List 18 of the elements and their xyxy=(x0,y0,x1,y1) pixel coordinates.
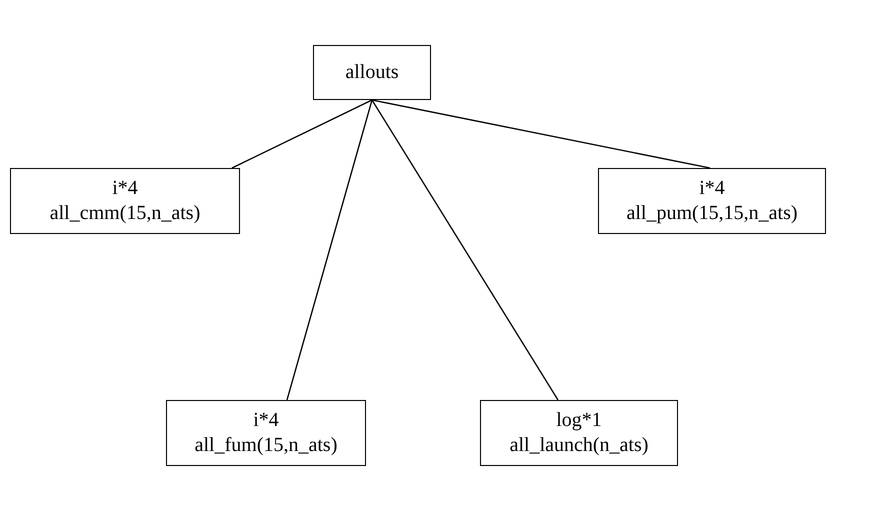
connector-line xyxy=(232,99,372,169)
tree-node-box xyxy=(166,400,366,466)
node-type-label: i*4 xyxy=(699,176,725,201)
tree-node-box xyxy=(480,400,678,466)
node-name-label: allouts xyxy=(345,60,399,85)
node-name-label: all_cmm(15,n_ats) xyxy=(50,201,200,226)
node-name-label: all_pum(15,15,n_ats) xyxy=(626,201,798,226)
node-name-label: all_fum(15,n_ats) xyxy=(194,433,338,458)
node-name-label: all_launch(n_ats) xyxy=(510,433,648,458)
connector-line xyxy=(372,99,710,169)
node-type-label: i*4 xyxy=(112,176,138,201)
tree-node-box xyxy=(313,45,431,100)
connector-line xyxy=(371,100,559,400)
tree-node-box xyxy=(598,168,826,234)
tree-node-box xyxy=(10,168,240,234)
node-type-label: i*4 xyxy=(253,408,279,433)
connector-line xyxy=(286,100,373,400)
node-type-label: log*1 xyxy=(556,408,602,433)
